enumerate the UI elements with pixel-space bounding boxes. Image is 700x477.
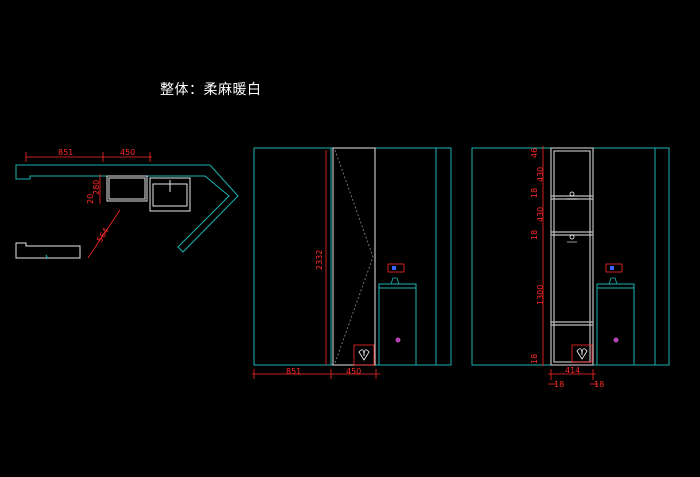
- plan-dim-450: 450: [120, 148, 135, 157]
- elev-b-dim-1300: 1300: [536, 285, 545, 305]
- elev-b-dim-46: 46: [530, 148, 539, 158]
- elev-a-vanity: [378, 283, 417, 366]
- plan-dim-851: 851: [58, 148, 73, 157]
- elev-a-dim-851: 851: [286, 367, 301, 376]
- plan-dim-line-diagonal: [87, 209, 121, 259]
- elev-b-basket-heart: [576, 348, 588, 360]
- elev-a-tap-plate: [387, 263, 405, 273]
- plan-cabinet-inner: [108, 177, 146, 200]
- elevation-a: 2332 851 450: [252, 147, 452, 379]
- elev-a-faucet: [390, 277, 400, 285]
- elev-b-hook: [569, 191, 575, 197]
- elev-a-dim-450: 450: [346, 367, 361, 376]
- plan-dim-20: 20: [86, 194, 95, 204]
- elev-a-dim-2332: 2332: [315, 250, 324, 270]
- elev-b-tap-plate: [605, 263, 623, 273]
- plan-counter-outline: [15, 164, 239, 253]
- elevation-b: 46 430 18 430 18 1300 18 414 18 18: [471, 146, 670, 389]
- elev-a-door-swing: [334, 149, 374, 364]
- elev-b-dim-18c: 18: [530, 354, 539, 364]
- elev-b-dim-430b: 430: [536, 207, 545, 222]
- plan-bench: [15, 242, 81, 259]
- plan-dim-564: 564: [95, 226, 111, 244]
- elev-a-knob: [395, 337, 401, 343]
- drawing-title: 整体：柔麻暖白: [160, 82, 262, 98]
- elev-b-dim-414: 414: [565, 366, 580, 375]
- elev-b-dim-18-left: 18: [554, 380, 564, 389]
- elev-b-dim-430a: 430: [536, 167, 545, 182]
- plan-dim-280: 280: [92, 180, 101, 195]
- elev-a-door: [332, 147, 376, 366]
- plan-cabinet-box: [106, 175, 148, 202]
- elev-b-dim-18-right: 18: [594, 380, 604, 389]
- elev-b-knob: [613, 337, 619, 343]
- elev-b-faucet: [608, 277, 618, 285]
- plan-bench-mark: [45, 254, 49, 260]
- elev-a-basket: [353, 344, 375, 366]
- elev-a-wall-outline: [253, 147, 452, 366]
- elev-b-hook: [569, 234, 575, 240]
- elev-b-dim-18b: 18: [530, 230, 539, 240]
- elev-b-tap-knob: [610, 266, 614, 270]
- elev-b-wall-outline: [471, 147, 670, 366]
- plan-view: 851 450 20 280 564: [15, 148, 239, 260]
- elev-b-shelf-frame: [550, 147, 594, 366]
- elev-b-vanity: [596, 283, 635, 366]
- elev-a-basket-heart: [358, 349, 370, 361]
- elev-a-tap-knob: [392, 266, 396, 270]
- elev-b-shelf-inner: [553, 150, 591, 363]
- plan-sink: [149, 177, 191, 212]
- elev-b-dim-18a: 18: [530, 188, 539, 198]
- elev-b-basket: [571, 344, 593, 363]
